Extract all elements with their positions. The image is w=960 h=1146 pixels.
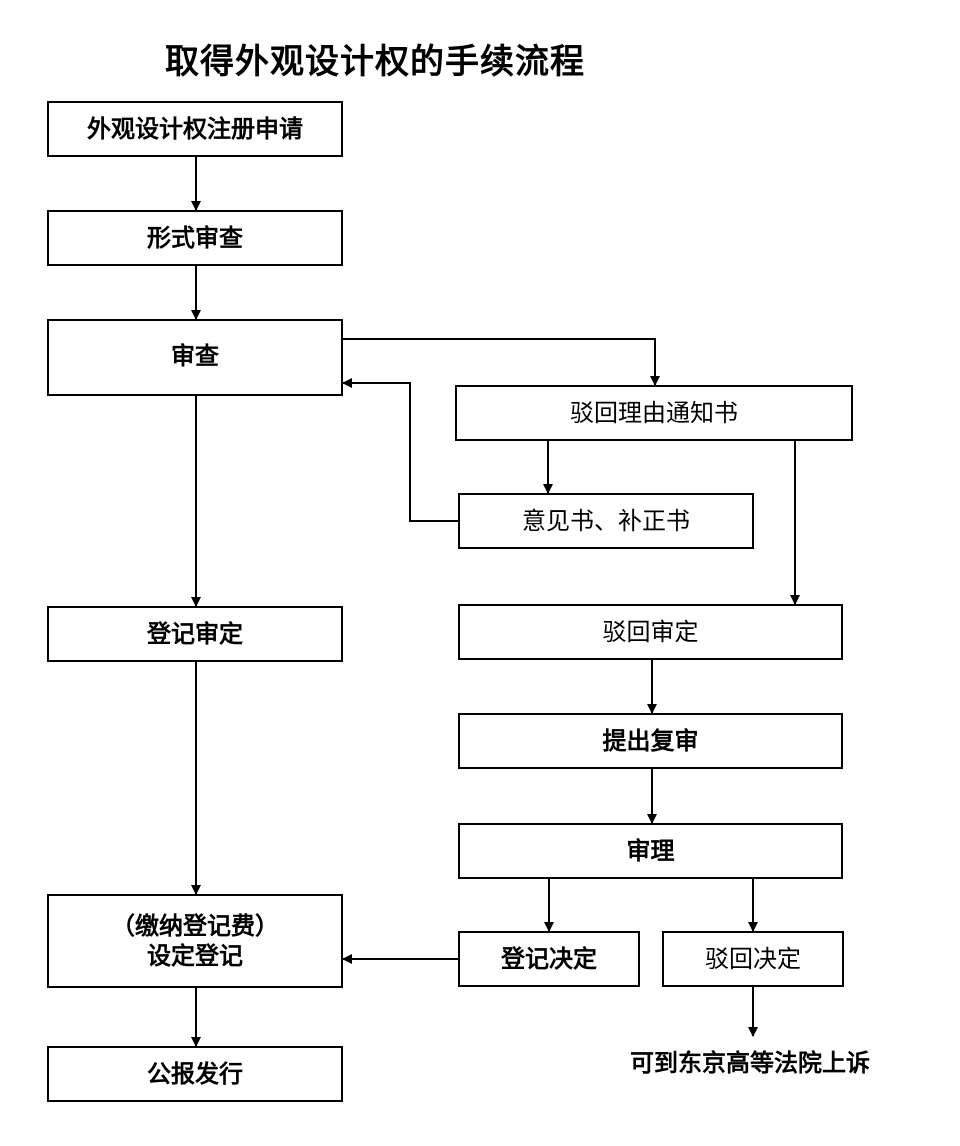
formal-examination-box: 形式审查 [47,210,343,266]
rejection-decision-label: 驳回决定 [705,945,801,973]
arrow-opinion-back-to-exam [342,378,458,522]
registration-decision-box: 登记决定 [458,931,640,987]
examination-box: 审查 [47,319,343,396]
rejection-examination-box: 驳回审定 [458,604,843,660]
arrow-exam-to-rejection-notice [343,338,660,386]
design-application-box: 外观设计权注册申请 [47,101,343,157]
publication-box: 公报发行 [47,1046,343,1102]
trial-box: 审理 [458,823,843,879]
diagram-title: 取得外观设计权的手续流程 [165,42,585,82]
publication-label: 公报发行 [147,1060,243,1088]
registration-examination-box: 登记审定 [47,606,343,662]
design-application-label: 外观设计权注册申请 [87,115,303,143]
examination-label: 审查 [171,342,219,370]
appeal-request-box: 提出复审 [458,713,843,769]
registration-setup-box: （缴纳登记费） 设定登记 [47,894,343,988]
high-court-appeal-note: 可到东京高等法院上诉 [630,1049,870,1077]
appeal-request-label: 提出复审 [602,727,699,755]
trial-label: 审理 [626,837,675,865]
registration-decision-label: 登记决定 [501,945,597,973]
rejection-decision-box: 驳回决定 [662,931,844,987]
rejection-notice-label: 驳回理由通知书 [570,399,738,427]
fee-payment-label: （缴纳登记费） [111,912,279,940]
rejection-examination-label: 驳回审定 [602,618,699,646]
rejection-notice-box: 驳回理由通知书 [455,385,853,441]
formal-examination-label: 形式审查 [147,224,243,252]
opinion-amendment-label: 意见书、补正书 [522,507,690,535]
registration-setup-label: 设定登记 [147,942,243,970]
registration-examination-label: 登记审定 [147,620,243,648]
opinion-amendment-box: 意见书、补正书 [458,493,754,549]
